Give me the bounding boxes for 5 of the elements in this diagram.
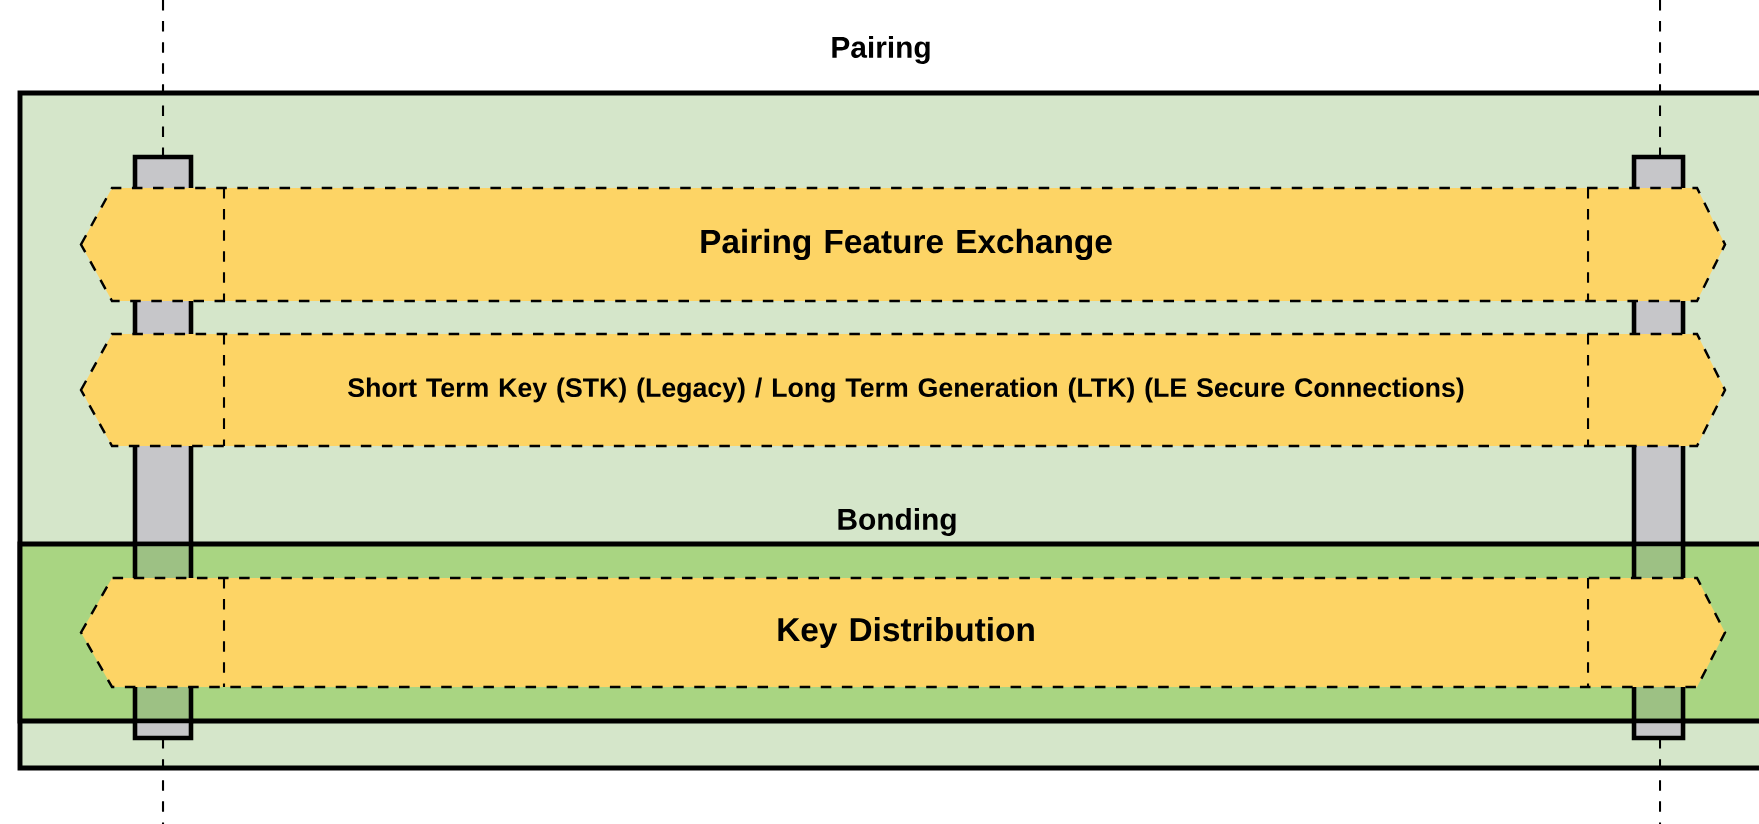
group-title: Bonding: [838, 507, 956, 536]
phase-arrow-band: Pairing Feature Exchange: [79, 186, 1727, 303]
phase-arrow-band: Key Distribution: [79, 576, 1727, 689]
phase-arrow-band: Short Term Key (STK) (Legacy) / Long Term Generation (LTK) (LE Secure Connections): [79, 332, 1727, 448]
group-title: Pairing: [832, 35, 930, 64]
